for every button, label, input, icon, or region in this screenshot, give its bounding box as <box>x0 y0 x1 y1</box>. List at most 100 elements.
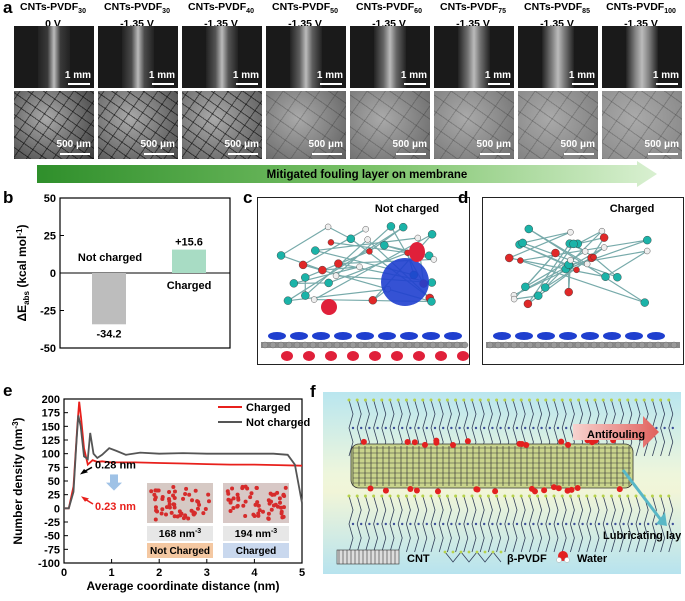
atom <box>289 279 299 288</box>
water-molecule <box>240 484 245 489</box>
y-tick-label: 100 <box>42 449 60 461</box>
scale-bar-label: 500 μm <box>476 139 511 150</box>
graphene-atom <box>638 341 646 349</box>
charge-isosurface-blue <box>647 332 665 340</box>
atom <box>518 238 527 248</box>
bond <box>509 257 606 278</box>
graphene-atom <box>421 341 429 349</box>
pvdf-atom <box>437 398 441 402</box>
water-molecule <box>228 508 233 513</box>
atom <box>380 241 389 250</box>
water-molecule <box>243 514 248 519</box>
legend-pvdf: β-PVDF <box>443 550 547 565</box>
sem-image-bottom: 500 μm <box>182 91 262 159</box>
water-molecule <box>166 496 171 501</box>
pvdf-atom <box>409 426 412 430</box>
graphene-atom <box>461 341 469 349</box>
water-molecule <box>186 516 191 521</box>
graphene-atom <box>333 341 341 349</box>
water-molecule <box>281 514 286 519</box>
state-box <box>223 543 289 558</box>
water-molecule <box>164 505 169 510</box>
atom <box>524 224 533 234</box>
pvdf-atom <box>372 494 376 498</box>
pvdf-atom <box>532 522 535 526</box>
water-molecule <box>236 497 241 502</box>
pvdf-atom <box>626 398 630 402</box>
pvdf-atom <box>409 522 412 526</box>
water-molecule <box>256 503 261 508</box>
atom <box>505 253 514 263</box>
pvdf-atom <box>404 398 408 402</box>
water-molecule <box>616 486 623 493</box>
water-molecule <box>154 488 159 493</box>
pvdf-atom <box>478 398 482 402</box>
pvdf-atom <box>642 398 646 402</box>
atom <box>567 229 574 236</box>
bond <box>593 256 618 278</box>
state-box <box>147 543 213 558</box>
y-tick-label: 150 <box>42 421 60 433</box>
pvdf-atom <box>663 426 666 430</box>
graphene-atom <box>349 341 357 349</box>
pvdf-atom <box>618 494 622 498</box>
pvdf-atom <box>499 522 502 526</box>
graphene-atom <box>622 341 630 349</box>
pvdf-icon-atom <box>467 550 471 554</box>
atom <box>573 266 580 274</box>
atom <box>298 260 308 270</box>
water-molecule <box>269 507 274 512</box>
graphene-atom <box>534 341 542 349</box>
pvdf-atom <box>474 426 478 430</box>
pvdf-atom <box>450 426 453 430</box>
bar <box>172 249 206 273</box>
water-molecule <box>172 489 177 494</box>
pvdf-chain <box>504 495 510 553</box>
pvdf-atom <box>396 494 400 498</box>
density-value: 194 nm-3 <box>235 528 278 540</box>
pvdf-atom <box>609 494 613 498</box>
water-molecule <box>226 497 231 502</box>
water-molecule <box>256 513 261 518</box>
pvdf-atom <box>552 398 556 402</box>
atom <box>324 278 333 288</box>
annotation-label: 0.23 nm <box>95 501 136 513</box>
atom <box>327 239 335 246</box>
atom <box>541 283 550 292</box>
pvdf-atom <box>671 522 674 526</box>
graphene-atom <box>494 341 502 349</box>
category-label: Charged <box>167 280 212 292</box>
pvdf-chain <box>602 495 608 553</box>
pvdf-chain <box>414 495 420 553</box>
water-molecule <box>254 485 259 490</box>
x-tick-label: 5 <box>299 567 305 579</box>
pvdf-atom <box>462 398 466 402</box>
pvdf-atom <box>363 494 367 498</box>
pvdf-chain <box>578 495 584 553</box>
water-molecule <box>181 516 186 521</box>
atom <box>613 273 622 282</box>
pvdf-atom <box>401 522 404 526</box>
atom <box>427 278 437 287</box>
pvdf-atom <box>392 426 396 430</box>
bond <box>335 225 392 277</box>
water-molecule <box>464 438 471 445</box>
pvdf-atom <box>589 522 592 526</box>
pvdf-atom <box>368 522 371 526</box>
water-molecule <box>574 485 581 492</box>
pvdf-atom <box>524 426 527 430</box>
atom <box>414 234 422 242</box>
category-label: Not charged <box>78 252 142 264</box>
pvdf-atom <box>445 398 449 402</box>
graphene-atom <box>293 341 301 349</box>
pvdf-atom <box>372 398 376 402</box>
charge-isosurface-blue <box>356 332 374 340</box>
pvdf-atom <box>491 522 494 526</box>
legend-label: Charged <box>246 402 291 414</box>
pvdf-chain <box>586 495 592 553</box>
water-molecule <box>541 487 548 494</box>
density-box <box>223 526 289 541</box>
pvdf-chain <box>520 495 526 553</box>
pvdf-atom <box>470 398 474 402</box>
graphene-atom <box>453 341 461 349</box>
